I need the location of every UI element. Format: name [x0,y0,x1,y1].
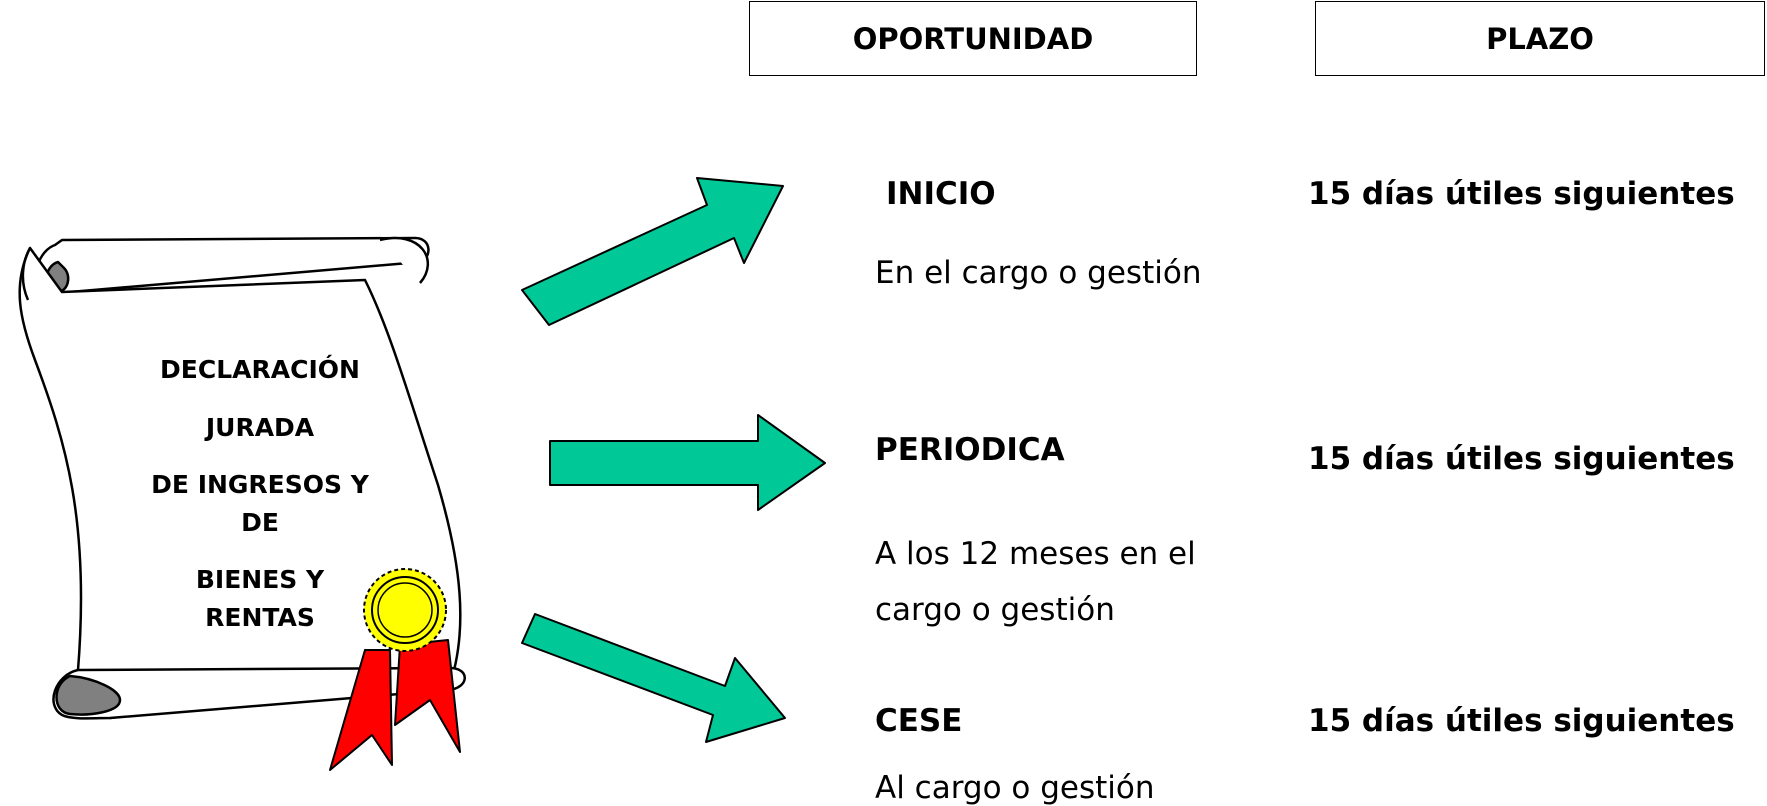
stage-periodica-plazo: 15 días útiles siguientes [1308,441,1735,477]
stage-cese-plazo: 15 días útiles siguientes [1308,703,1735,739]
arrow-down-right [521,613,786,743]
stage-cese-title: CESE [875,703,963,739]
arrow-right [549,414,826,511]
stage-inicio-desc: En el cargo o gestión [875,255,1202,291]
seal-icon [363,568,447,652]
header-plazo: PLAZO [1315,1,1765,76]
scroll-text-line2: JURADA [205,413,315,442]
stage-inicio-plazo: 15 días útiles siguientes [1308,176,1735,212]
scroll-text-line1: DECLARACIÓN [160,355,360,384]
ribbon-icon [329,639,461,771]
stage-periodica-desc-line2: cargo o gestión [875,592,1115,628]
stage-inicio-title: INICIO [886,176,996,212]
scroll-text-line3: DE INGRESOS Y [151,470,369,499]
stage-cese-desc: Al cargo o gestión [875,770,1155,806]
header-oportunidad-label: OPORTUNIDAD [852,21,1094,56]
stage-periodica-title: PERIODICA [875,432,1065,468]
scroll-text-line5: BIENES Y [195,565,325,594]
scroll-text-line4: DE [241,508,279,537]
header-oportunidad: OPORTUNIDAD [749,1,1197,76]
stage-periodica-desc-line1: A los 12 meses en el [875,536,1196,572]
arrow-up-right [521,177,784,326]
scroll-text-line6: RENTAS [205,603,315,632]
header-plazo-label: PLAZO [1486,21,1594,56]
